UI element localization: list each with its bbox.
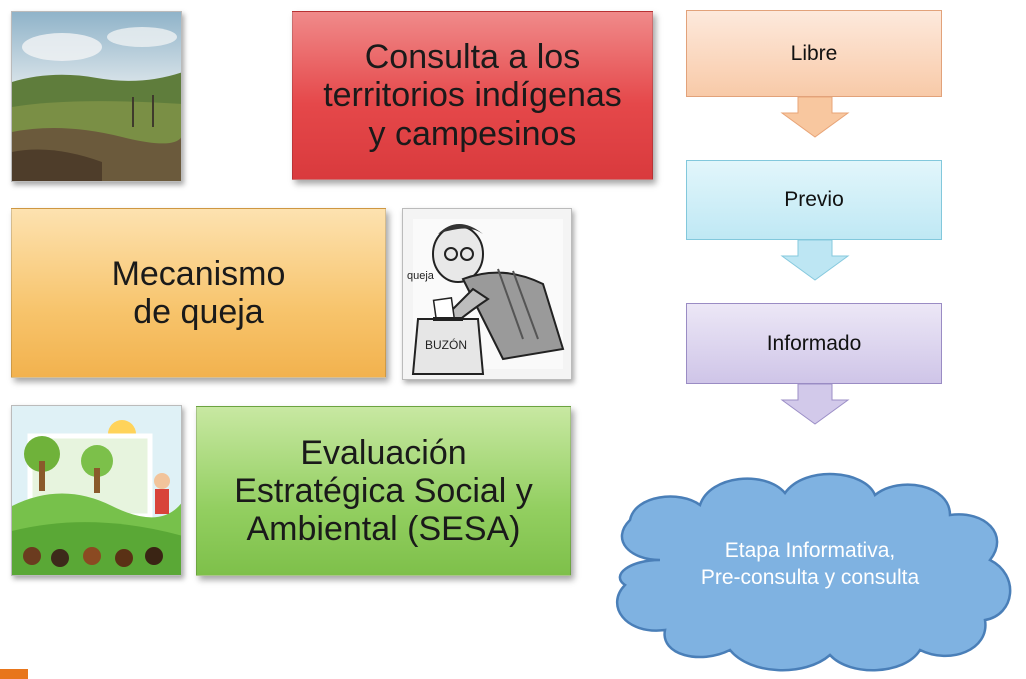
ballot-illustration: BUZÓN queja xyxy=(407,219,565,375)
flow-step-label: Informado xyxy=(766,331,862,355)
mecanismo-queja-text: Mecanismo de queja xyxy=(111,254,286,331)
flow-step-libre: Libre xyxy=(686,10,942,97)
flow-step-informado: Informado xyxy=(686,303,942,384)
ballot-note: queja xyxy=(407,270,435,282)
accent-bar xyxy=(0,669,28,679)
flow-step-previo: Previo xyxy=(686,160,942,240)
ballot-box-cartoon: BUZÓN queja xyxy=(402,208,572,380)
mecanismo-queja-box: Mecanismo de queja xyxy=(11,208,386,378)
down-arrow-icon xyxy=(780,384,850,425)
cloud-shape xyxy=(615,472,1012,672)
consulta-territorios-text: Consulta a los territorios indígenas y c… xyxy=(323,38,622,153)
landscape-photo xyxy=(11,11,182,182)
flow-step-label: Previo xyxy=(784,188,844,211)
landscape-illustration xyxy=(12,12,181,181)
cloud-text: Etapa Informativa, Pre-consulta y consul… xyxy=(700,539,920,590)
nature-illustration xyxy=(12,406,181,575)
down-arrow-icon xyxy=(780,97,850,138)
ballot-box-label: BUZÓN xyxy=(425,337,467,352)
down-arrow-icon xyxy=(780,240,850,281)
sesa-box: Evaluación Estratégica Social y Ambienta… xyxy=(196,406,571,576)
flow-step-label: Libre xyxy=(790,41,838,65)
consulta-territorios-box: Consulta a los territorios indígenas y c… xyxy=(292,11,653,180)
environment-illustration xyxy=(11,405,182,576)
sesa-text: Evaluación Estratégica Social y Ambienta… xyxy=(234,433,533,549)
